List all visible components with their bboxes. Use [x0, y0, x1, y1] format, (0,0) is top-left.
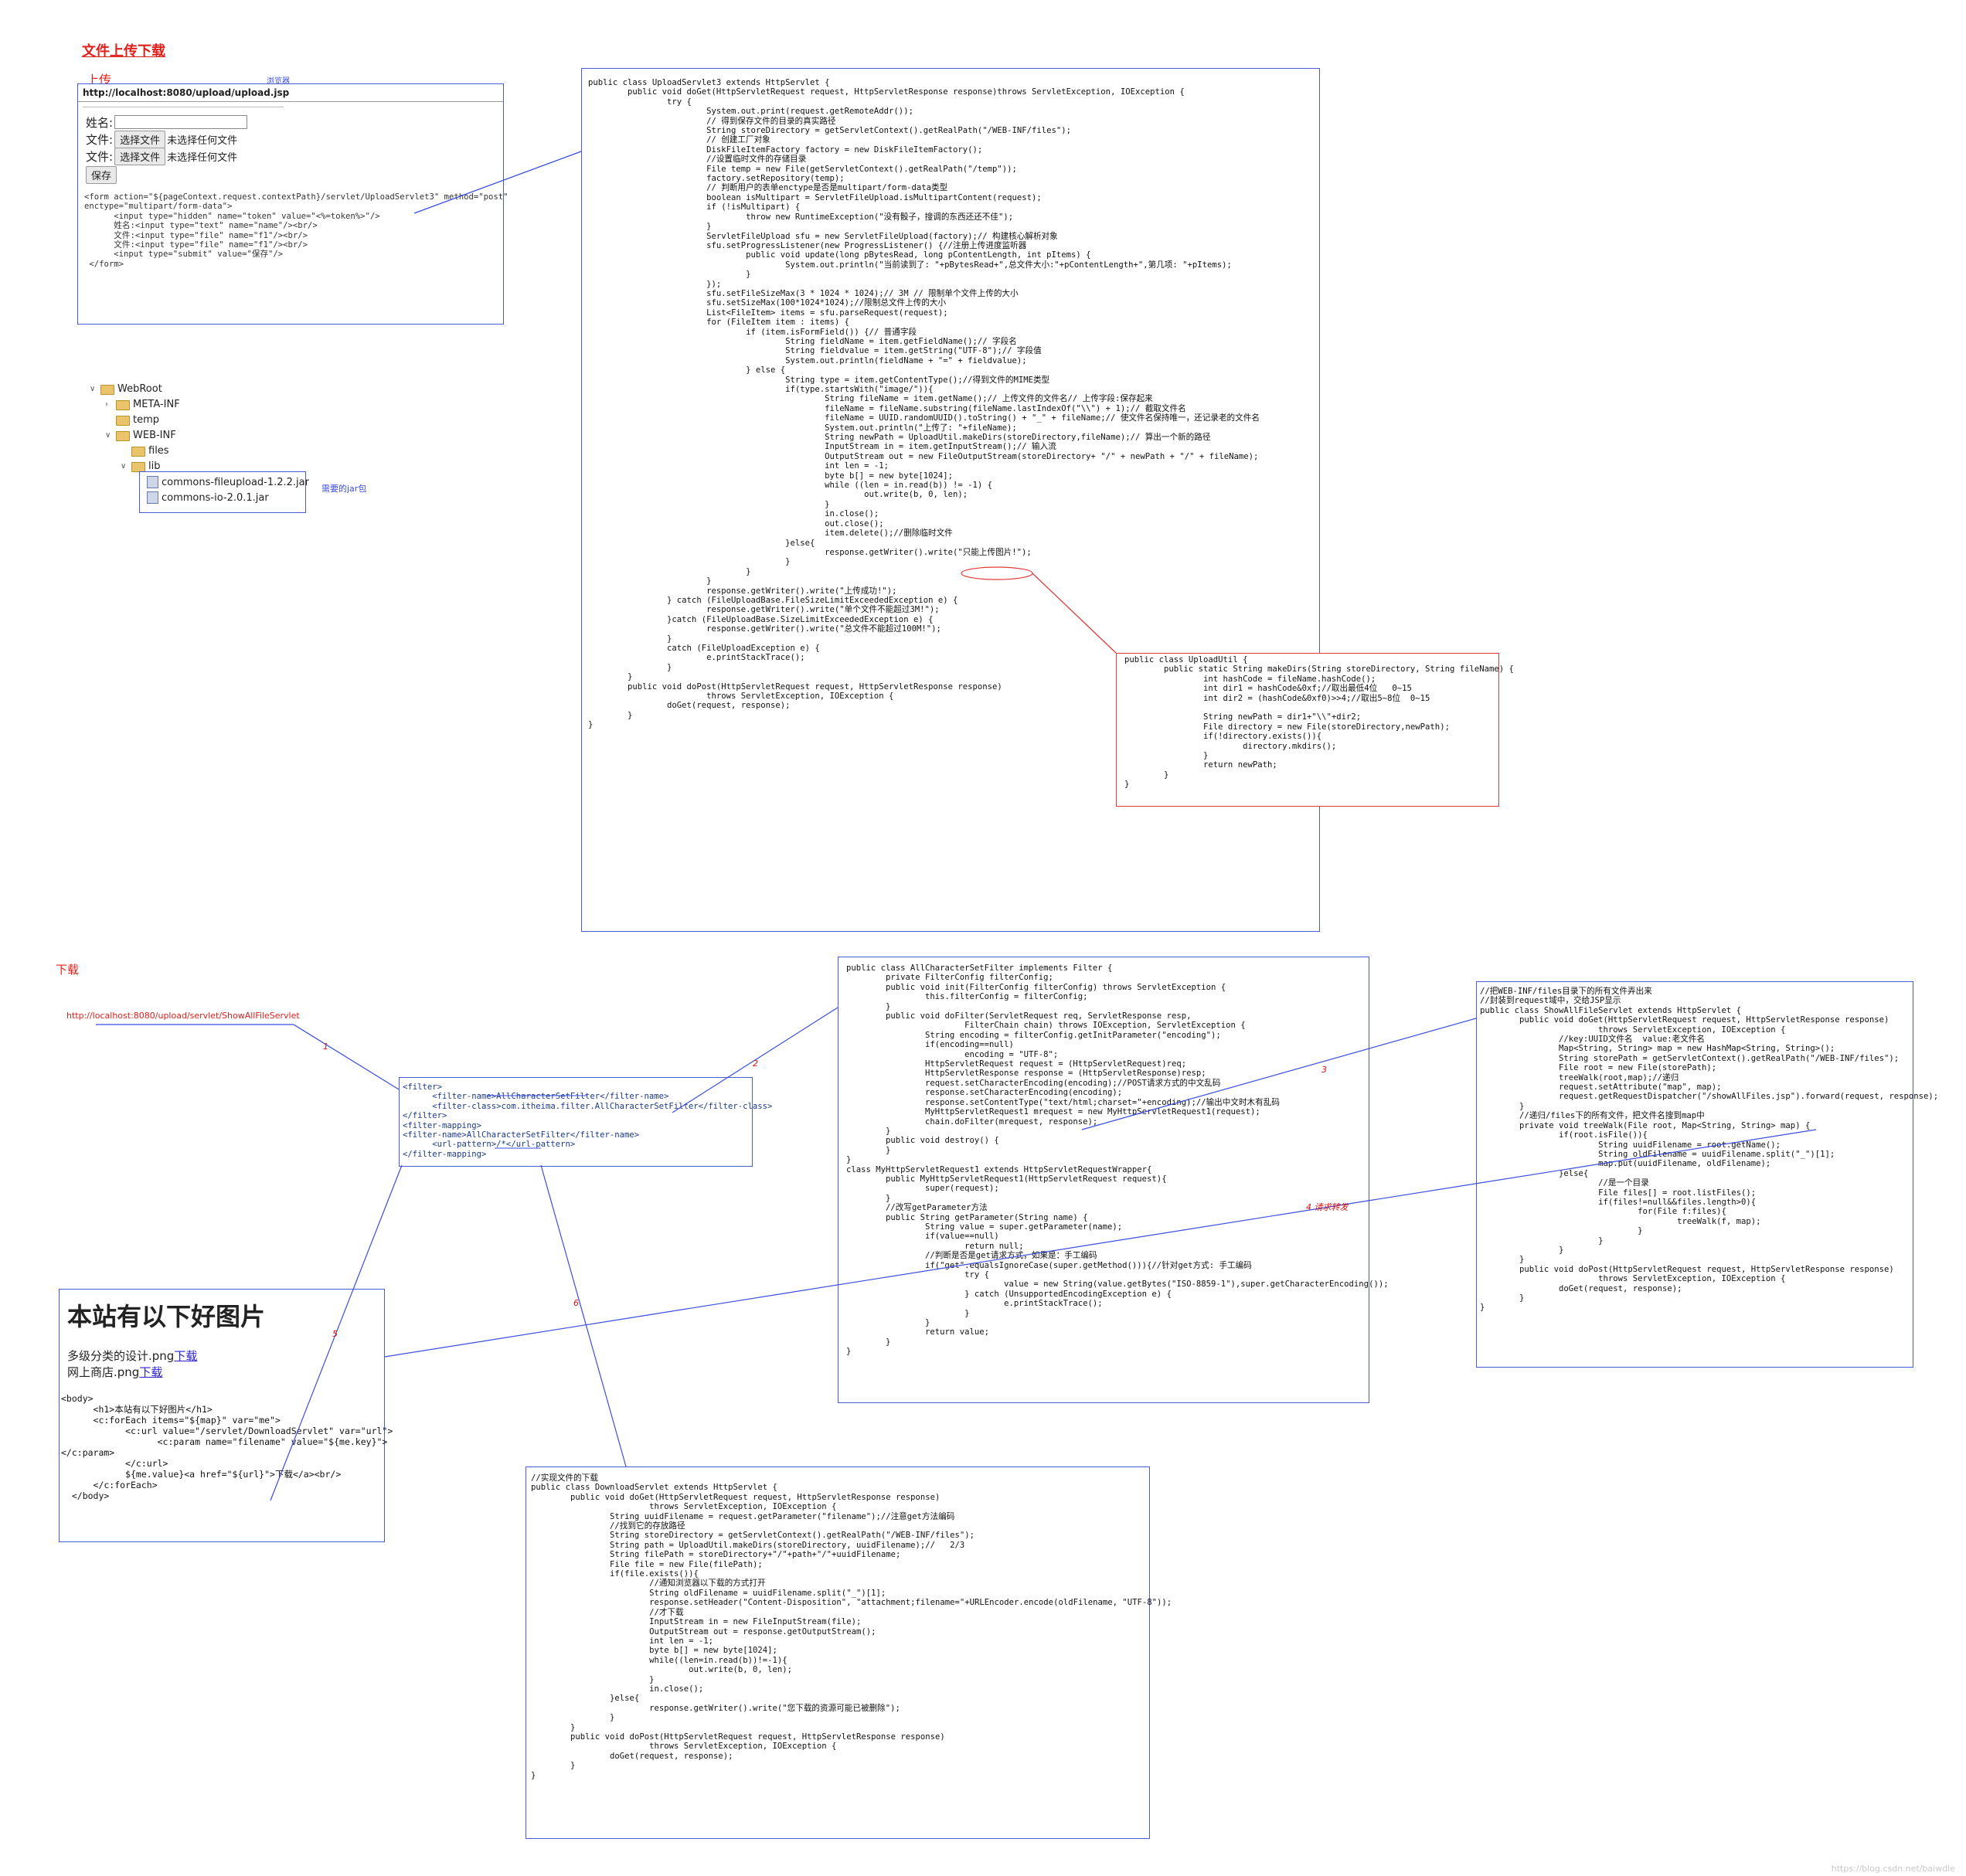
browser-address-bar[interactable]: http://localhost:8080/upload/upload.jsp [78, 84, 503, 102]
filter-code-panel: public class AllCharacterSetFilter imple… [838, 957, 1389, 1403]
jar-highlight-box [139, 471, 306, 513]
tree-item-jar[interactable]: commons-io-2.0.1.jar [147, 491, 269, 504]
list-item: 网上商店.png下载 [67, 1365, 384, 1381]
tree-label: WEB-INF [133, 430, 176, 441]
tree-label: files [148, 445, 169, 457]
connector-line [270, 1164, 403, 1501]
tree-label: lib [148, 461, 161, 472]
folder-icon [116, 400, 130, 410]
tree-item-temp[interactable]: temp [105, 414, 159, 426]
folder-icon [131, 462, 145, 472]
flow-label: 1 [323, 1042, 328, 1052]
chevron-down-icon: ∨ [90, 385, 96, 393]
choose-file-button[interactable]: 选择文件 [114, 130, 166, 148]
tree-label: commons-io-2.0.1.jar [162, 491, 269, 504]
connector-line [293, 1024, 400, 1090]
download-servlet-code: //实现文件的下载 public class DownloadServlet e… [531, 1473, 1172, 1780]
name-row: 姓名: [86, 114, 503, 131]
show-all-servlet-panel: //把WEB-INF/files目录下的所有文件弄出来 //封装到request… [1476, 981, 1939, 1368]
section-title-upload-download: 文件上传下载 [82, 43, 165, 59]
connector-line [672, 1007, 838, 1113]
file-row-1: 文件: 选择文件 未选择任何文件 [86, 130, 503, 148]
folder-icon [116, 431, 130, 441]
show-all-servlet-code: //把WEB-INF/files目录下的所有文件弄出来 //封装到request… [1480, 987, 1939, 1313]
connector-line [540, 1164, 627, 1467]
download-servlet-panel: //实现文件的下载 public class DownloadServlet e… [526, 1466, 1172, 1839]
file-label: 文件: [86, 149, 114, 164]
connector-line [1032, 573, 1117, 654]
tree-item-meta-inf[interactable]: › META-INF [105, 399, 180, 410]
folder-icon [100, 385, 114, 395]
connector-line [384, 1129, 1817, 1358]
highlight-ellipse [961, 566, 1033, 580]
upload-util-code: public class UploadUtil { public static … [1124, 655, 1514, 790]
no-file-text: 未选择任何文件 [167, 151, 238, 164]
no-file-text: 未选择任何文件 [167, 134, 238, 147]
flow-label: 2 [753, 1059, 758, 1069]
file-name: 网上商店.png [67, 1365, 140, 1379]
tree-item-lib[interactable]: ∨ lib [121, 461, 160, 472]
list-item: 多级分类的设计.png下载 [67, 1348, 384, 1365]
tree-label: META-INF [133, 399, 180, 410]
file-row-2: 文件: 选择文件 未选择任何文件 [86, 147, 503, 165]
tree-item-files[interactable]: files [121, 445, 169, 457]
tree-item-jar[interactable]: commons-fileupload-1.2.2.jar [147, 476, 309, 488]
folder-icon [116, 416, 130, 426]
connector-line [1081, 1018, 1477, 1130]
file-list: 多级分类的设计.png下载 网上商店.png下载 [67, 1348, 384, 1381]
jar-icon [147, 476, 158, 488]
filter-mapping-panel: <filter> <filter-name>AllCharacterSetFil… [399, 1077, 773, 1167]
save-button[interactable]: 保存 [86, 165, 117, 184]
tree-label: WebRoot [117, 383, 162, 395]
choose-file-button[interactable]: 选择文件 [114, 147, 166, 165]
folder-icon [131, 447, 145, 457]
jsp-heading: 本站有以下好图片 [67, 1302, 266, 1331]
tree-label: temp [133, 414, 160, 426]
upload-jsp-panel: http://localhost:8080/upload/upload.jsp … [77, 83, 509, 325]
file-name: 多级分类的设计.png [67, 1349, 175, 1363]
form-source-code: <form action="${pageContext.request.cont… [84, 192, 509, 269]
upload-form: 姓名: 文件: 选择文件 未选择任何文件 文件: 选择文件 未选择任何文件 保存 [78, 107, 503, 184]
flow-label: 4 请求转发 [1306, 1202, 1349, 1212]
name-label: 姓名: [86, 115, 114, 130]
jsp-source-code: <body> <h1>本站有以下好图片</h1> <c:forEach item… [61, 1393, 393, 1501]
flow-label: 5 [332, 1329, 338, 1339]
show-files-jsp-panel: 本站有以下好图片 多级分类的设计.png下载 网上商店.png下载 <body>… [59, 1289, 393, 1542]
download-link[interactable]: 下载 [174, 1349, 198, 1363]
download-entry-url[interactable]: http://localhost:8080/upload/servlet/Sho… [66, 1011, 300, 1021]
upload-servlet-code: public class UploadServlet3 extends Http… [588, 78, 1260, 730]
flow-label: 6 [573, 1298, 579, 1308]
file-label: 文件: [86, 132, 114, 147]
name-input[interactable] [114, 115, 248, 129]
flow-label: 3 [1321, 1065, 1327, 1075]
chevron-right-icon: › [105, 400, 108, 409]
save-row: 保存 [86, 165, 503, 184]
upload-util-code-panel: public class UploadUtil { public static … [1116, 653, 1514, 807]
browser-note: 浏览器 [267, 77, 290, 86]
connector-line [413, 151, 582, 214]
download-link[interactable]: 下载 [139, 1365, 163, 1379]
watermark: https://blog.csdn.net/baiwdle [1831, 1864, 1955, 1874]
tree-label: commons-fileupload-1.2.2.jar [162, 476, 309, 488]
chevron-down-icon: ∨ [105, 431, 111, 440]
filter-code: public class AllCharacterSetFilter imple… [846, 963, 1389, 1357]
section-title-download: 下载 [56, 963, 80, 977]
tree-item-web-inf[interactable]: ∨ WEB-INF [105, 430, 176, 441]
upload-servlet-code-panel: public class UploadServlet3 extends Http… [581, 68, 1320, 932]
chevron-down-icon: ∨ [121, 462, 127, 471]
jar-icon [147, 491, 158, 504]
jar-note: 需要的jar包 [321, 484, 367, 494]
tree-item-webroot[interactable]: ∨ WebRoot [90, 383, 162, 395]
filter-mapping-code: <filter> <filter-name>AllCharacterSetFil… [403, 1082, 773, 1159]
